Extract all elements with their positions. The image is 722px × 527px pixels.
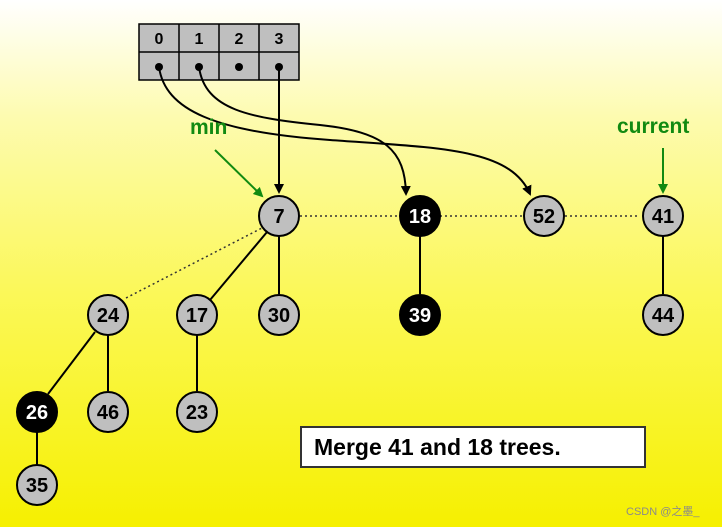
node-26: 26 <box>16 391 58 433</box>
node-key: 18 <box>409 206 431 228</box>
child-list-link <box>125 227 263 299</box>
pointer-arrow-0-to-52 <box>158 66 532 196</box>
node-35: 35 <box>16 464 58 506</box>
array-pointer-2 <box>235 63 243 71</box>
node-key: 41 <box>652 206 674 228</box>
node-key: 24 <box>97 305 120 327</box>
watermark: CSDN @之墨_ <box>626 506 700 518</box>
min-label: min <box>190 116 227 139</box>
node-key: 30 <box>268 305 290 327</box>
array-index-1: 1 <box>195 31 204 48</box>
array-index-3: 3 <box>275 31 284 48</box>
node-key: 17 <box>186 305 208 327</box>
node-7: 7 <box>258 195 300 237</box>
node-52: 52 <box>523 195 565 237</box>
edge-24-26 <box>47 331 96 395</box>
node-key: 39 <box>409 305 431 327</box>
min-pointer-arrow <box>214 149 264 198</box>
node-key: 35 <box>26 475 48 497</box>
node-24: 24 <box>87 294 129 336</box>
node-key: 7 <box>273 206 284 228</box>
node-23: 23 <box>176 391 218 433</box>
node-key: 26 <box>26 402 48 424</box>
node-17: 17 <box>176 294 218 336</box>
pointer-arrow-1-to-18 <box>198 66 411 196</box>
root-array: 0 1 2 3 <box>138 23 300 81</box>
node-30: 30 <box>258 294 300 336</box>
node-key: 52 <box>533 206 555 228</box>
node-41: 41 <box>642 195 684 237</box>
node-key: 44 <box>652 305 675 327</box>
edge-7-17 <box>209 231 268 301</box>
array-index-0: 0 <box>155 31 164 48</box>
node-44: 44 <box>642 294 684 336</box>
node-18: 18 <box>399 195 441 237</box>
node-39: 39 <box>399 294 441 336</box>
message-box: Merge 41 and 18 trees. <box>300 426 646 468</box>
node-46: 46 <box>87 391 129 433</box>
node-key: 46 <box>97 402 119 424</box>
array-index-2: 2 <box>235 31 244 48</box>
current-label: current <box>617 115 689 138</box>
node-key: 23 <box>186 402 208 424</box>
